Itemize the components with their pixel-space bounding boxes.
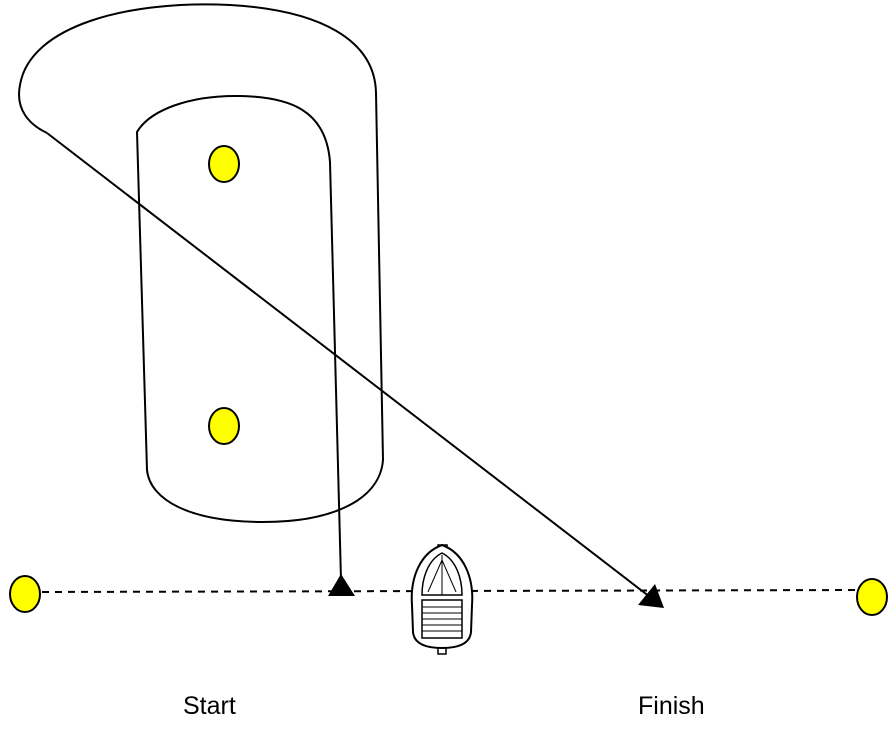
finish-diagonal-line: [46, 132, 651, 598]
finish-label: Finish: [638, 692, 705, 720]
buoy-lower: [208, 407, 240, 445]
start-label: Start: [183, 692, 236, 720]
start-lead-line: [329, 161, 342, 581]
gate-buoy-left: [9, 575, 41, 613]
boat-icon: [410, 543, 474, 655]
outer-loop-right-line: [375, 92, 384, 461]
buoy-upper: [208, 145, 240, 183]
inner-course-path: [135, 94, 384, 524]
finish-marker-triangle: [638, 584, 664, 608]
start-marker-triangle: [328, 574, 355, 596]
outer-loop-path: [18, 3, 377, 134]
gate-buoy-right: [856, 578, 888, 616]
